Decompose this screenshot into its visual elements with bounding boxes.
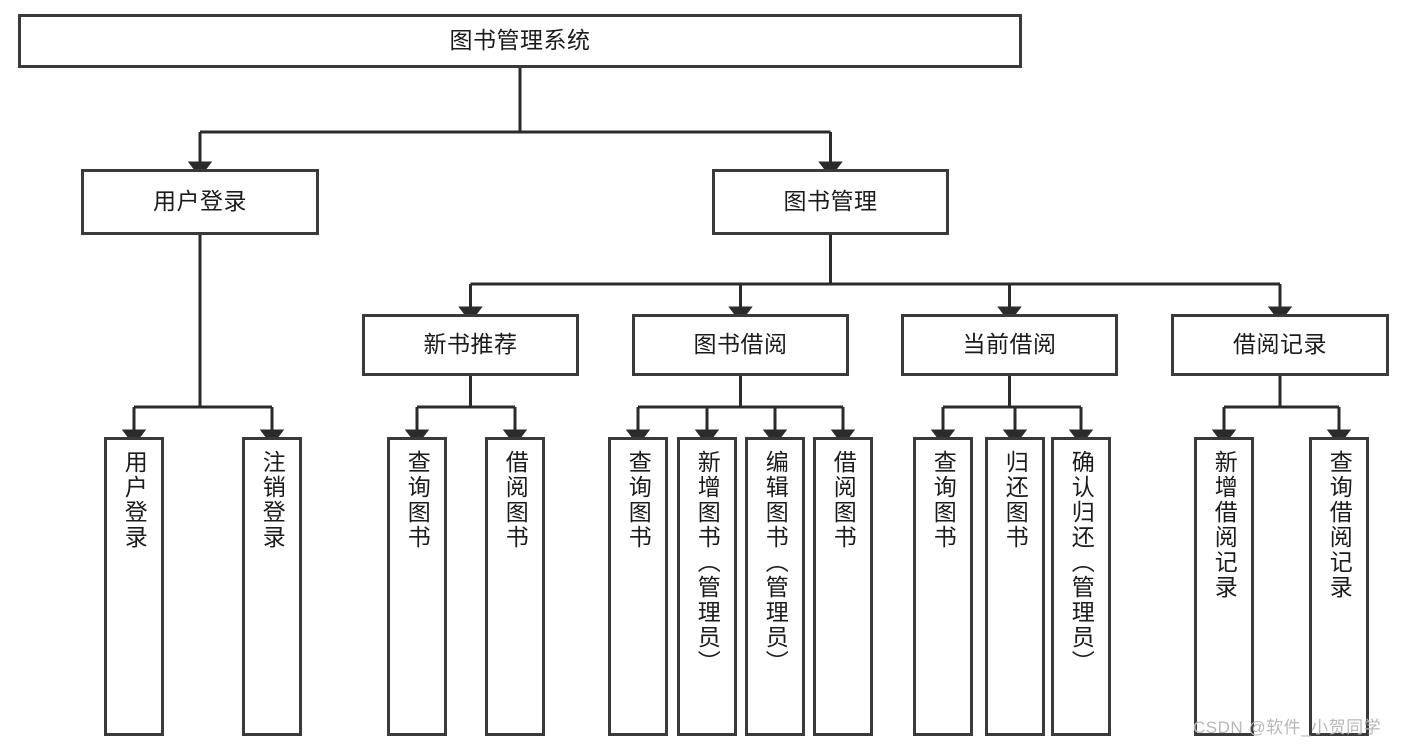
node-label: 确认归还（管理员） [1068, 450, 1095, 675]
node-label: 查询借阅记录 [1326, 450, 1353, 600]
node-label: 借阅图书 [830, 450, 857, 550]
node-label: 新增借阅记录 [1211, 450, 1238, 600]
node-leaf-add-book[interactable]: 新增图书（管理员） [677, 437, 737, 736]
node-leaf-query-book-current[interactable]: 查询图书 [913, 437, 973, 736]
node-label: 图书借阅 [693, 331, 788, 358]
node-label: 查询图书 [625, 450, 652, 550]
node-book-management[interactable]: 图书管理 [712, 169, 949, 235]
node-label: 编辑图书（管理员） [762, 450, 789, 675]
node-label: 查询图书 [930, 450, 957, 550]
node-label: 借阅记录 [1233, 331, 1327, 358]
node-label: 新书推荐 [423, 331, 518, 358]
node-current-borrowing[interactable]: 当前借阅 [901, 314, 1118, 376]
node-leaf-confirm-return[interactable]: 确认归还（管理员） [1051, 437, 1111, 736]
node-leaf-query-book-borrow[interactable]: 查询图书 [608, 437, 668, 736]
node-leaf-edit-book[interactable]: 编辑图书（管理员） [745, 437, 805, 736]
node-leaf-borrow-book-rec[interactable]: 借阅图书 [485, 437, 545, 736]
node-label: 借阅图书 [502, 450, 529, 550]
node-book-borrowing[interactable]: 图书借阅 [632, 314, 849, 376]
node-label: 用户登录 [153, 188, 247, 215]
node-label: 注销登录 [259, 450, 286, 550]
node-label: 用户登录 [121, 450, 148, 550]
node-label: 当前借阅 [962, 331, 1057, 358]
node-leaf-add-record[interactable]: 新增借阅记录 [1194, 437, 1254, 736]
node-leaf-logout-login[interactable]: 注销登录 [242, 437, 302, 736]
node-label: 新增图书（管理员） [694, 450, 721, 675]
node-label: 图书管理 [783, 188, 878, 215]
node-leaf-return-book[interactable]: 归还图书 [985, 437, 1045, 736]
node-label: 归还图书 [1002, 450, 1029, 550]
node-book-management-system[interactable]: 图书管理系统 [18, 14, 1022, 68]
node-label: 图书管理系统 [449, 27, 591, 54]
node-new-book-recommendation[interactable]: 新书推荐 [362, 314, 579, 376]
node-leaf-user-login[interactable]: 用户登录 [104, 437, 164, 736]
node-label: 查询图书 [404, 450, 431, 550]
node-leaf-borrow-book[interactable]: 借阅图书 [813, 437, 873, 736]
node-leaf-query-record[interactable]: 查询借阅记录 [1309, 437, 1369, 736]
node-leaf-query-book-rec[interactable]: 查询图书 [387, 437, 447, 736]
node-borrowing-record[interactable]: 借阅记录 [1171, 314, 1389, 376]
node-user-login[interactable]: 用户登录 [81, 169, 319, 235]
connector-lines [121, 68, 1352, 446]
